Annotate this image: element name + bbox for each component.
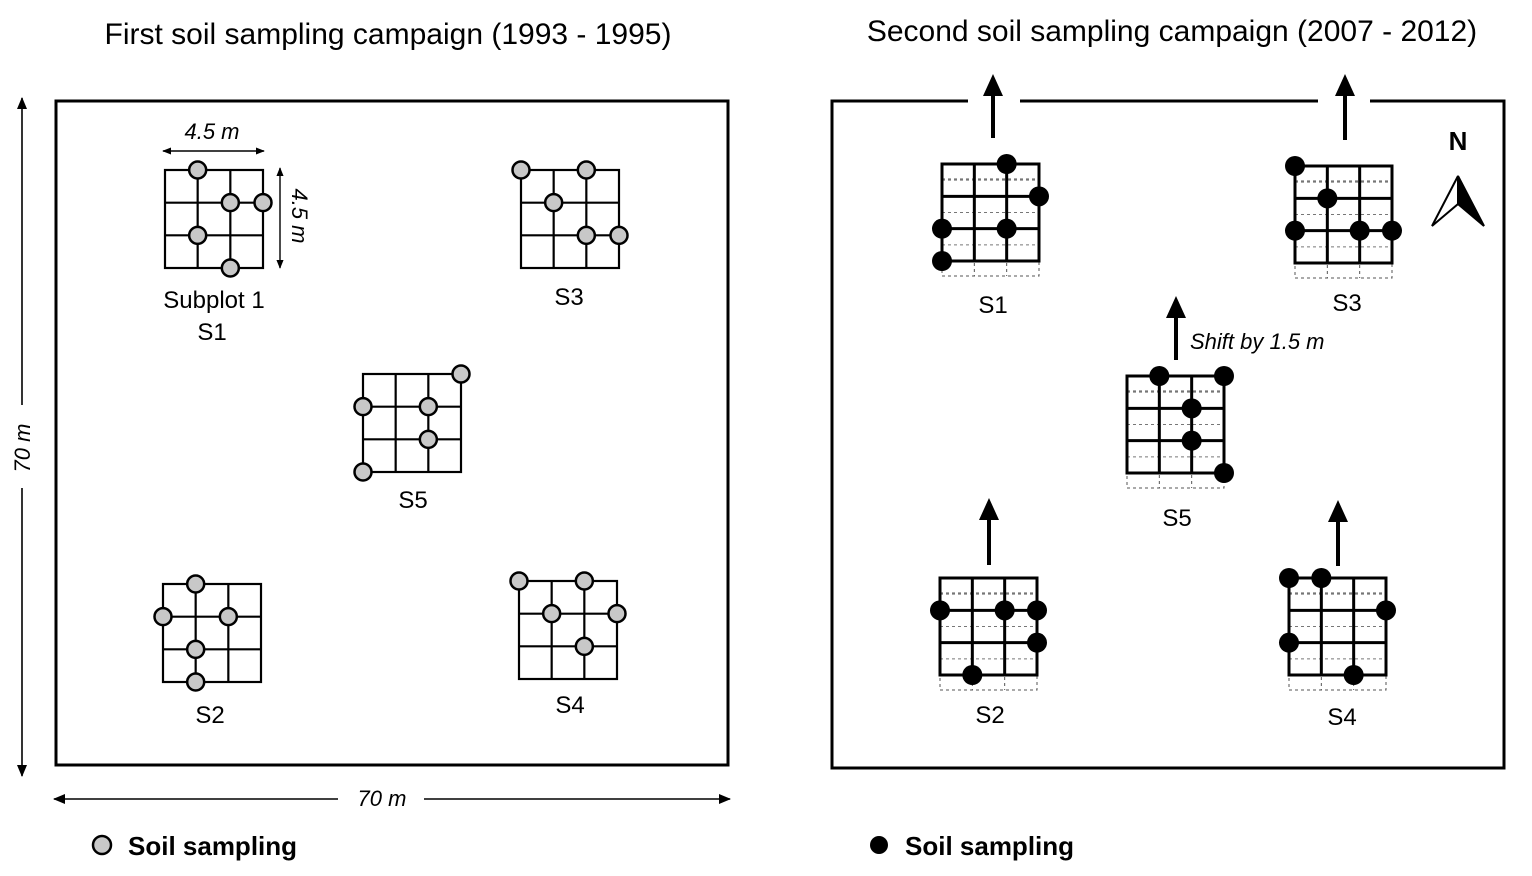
black-sampling-point [932, 218, 952, 239]
left-legend-label: Soil sampling [128, 831, 297, 861]
grey-sampling-point [576, 160, 597, 180]
left-subplot-s1: S1 [163, 160, 273, 346]
black-sampling-point [1285, 220, 1305, 241]
grey-sampling-point [187, 160, 208, 180]
grey-sampling-point [574, 571, 595, 591]
black-sampling-point [1029, 186, 1049, 207]
left-panel-title: First soil sampling campaign (1993 - 199… [105, 18, 672, 51]
right-subplot-label: S3 [1332, 290, 1361, 317]
grey-sampling-point [609, 225, 629, 246]
black-circle-icon [870, 836, 888, 854]
black-sampling-point [1181, 398, 1202, 419]
right-panel-title: Second soil sampling campaign (2007 - 20… [867, 15, 1477, 48]
black-sampling-point [1317, 188, 1338, 209]
right-plot-border [830, 99, 1506, 770]
grey-sampling-point [607, 603, 627, 624]
left-subplot-label: S3 [554, 284, 583, 311]
left-subplot-s4: S4 [509, 571, 627, 719]
grey-sampling-point [418, 396, 439, 417]
black-sampling-point [1027, 600, 1047, 621]
grey-sampling-point [418, 429, 439, 450]
black-sampling-point [962, 665, 983, 685]
black-sampling-point [1181, 430, 1202, 451]
black-sampling-point [1285, 156, 1305, 176]
shift-arrow-icon [983, 74, 1003, 138]
subplot-caption: Subplot 1 [163, 287, 264, 314]
right-legend-label: Soil sampling [905, 831, 1074, 861]
subplot-vertical-dimension-label: 4.5 m [287, 188, 312, 243]
black-sampling-point [996, 218, 1017, 239]
shift-arrow-icon [1328, 500, 1348, 566]
grey-sampling-point [353, 462, 373, 482]
plot-vertical-dimension-label: 70 m [10, 424, 35, 473]
black-sampling-point [1214, 463, 1234, 483]
right-subplot-label: S1 [978, 292, 1007, 319]
right-panel: Second soil sampling campaign (2007 - 20… [830, 15, 1506, 861]
black-sampling-point [930, 600, 950, 621]
shift-arrow-icon [1166, 296, 1186, 360]
left-plot-border [54, 99, 730, 767]
grey-sampling-point [541, 603, 562, 624]
right-subplot-s1: S1 [932, 74, 1049, 319]
right-subplot-s4: S4 [1279, 500, 1396, 731]
shift-arrow-icon [1335, 74, 1355, 140]
black-sampling-point [1279, 632, 1299, 653]
grey-circle-icon [91, 834, 113, 856]
grey-sampling-point [185, 574, 206, 594]
left-subplot-label: S2 [195, 702, 224, 729]
black-sampling-point [1349, 220, 1370, 241]
grey-sampling-point [185, 639, 206, 660]
black-sampling-point [1149, 366, 1170, 386]
grey-sampling-point [153, 606, 173, 627]
black-sampling-point [1382, 220, 1402, 241]
right-subplot-s5: S5 [1125, 296, 1234, 532]
grey-sampling-point [185, 672, 206, 692]
left-panel: First soil sampling campaign (1993 - 199… [10, 18, 731, 861]
shift-label: Shift by 1.5 m [1190, 329, 1325, 354]
black-sampling-point [996, 154, 1017, 174]
right-subplot-label: S2 [975, 702, 1004, 729]
black-sampling-point [994, 600, 1015, 621]
grey-sampling-point [253, 192, 273, 213]
grey-sampling-point [187, 225, 208, 246]
grey-sampling-point [220, 258, 241, 278]
black-sampling-point [1343, 665, 1364, 685]
grey-sampling-point [511, 160, 531, 180]
black-sampling-point [932, 251, 952, 271]
black-sampling-point [1376, 600, 1396, 621]
grey-sampling-point [220, 192, 241, 213]
grey-sampling-point [353, 396, 373, 417]
plot-horizontal-dimension-label: 70 m [358, 786, 407, 811]
subplot-horizontal-dimension-label: 4.5 m [184, 119, 239, 144]
left-subplot-s5: S5 [353, 364, 471, 514]
black-sampling-point [1279, 568, 1299, 588]
grey-sampling-point [218, 606, 239, 627]
shift-arrow-icon [979, 498, 999, 565]
grey-sampling-point [543, 192, 564, 213]
right-subplot-s2: S2 [930, 498, 1047, 729]
right-subplot-label: S5 [1162, 505, 1191, 532]
grey-sampling-point [574, 636, 595, 657]
grey-sampling-point [576, 225, 597, 246]
black-sampling-point [1027, 632, 1047, 653]
right-subplot-label: S4 [1327, 704, 1356, 731]
grey-sampling-point [451, 364, 471, 384]
left-subplot-s3: S3 [511, 160, 629, 311]
left-subplot-label: S4 [555, 692, 584, 719]
grey-sampling-point [509, 571, 529, 591]
left-subplot-label: S5 [398, 487, 427, 514]
black-sampling-point [1214, 366, 1234, 386]
left-subplot-label: S1 [197, 319, 226, 346]
right-subplot-s3: S3 [1285, 74, 1402, 317]
north-label: N [1449, 126, 1468, 156]
left-subplot-s2: S2 [153, 574, 263, 729]
north-arrow-icon [1431, 175, 1485, 227]
black-sampling-point [1311, 568, 1332, 588]
